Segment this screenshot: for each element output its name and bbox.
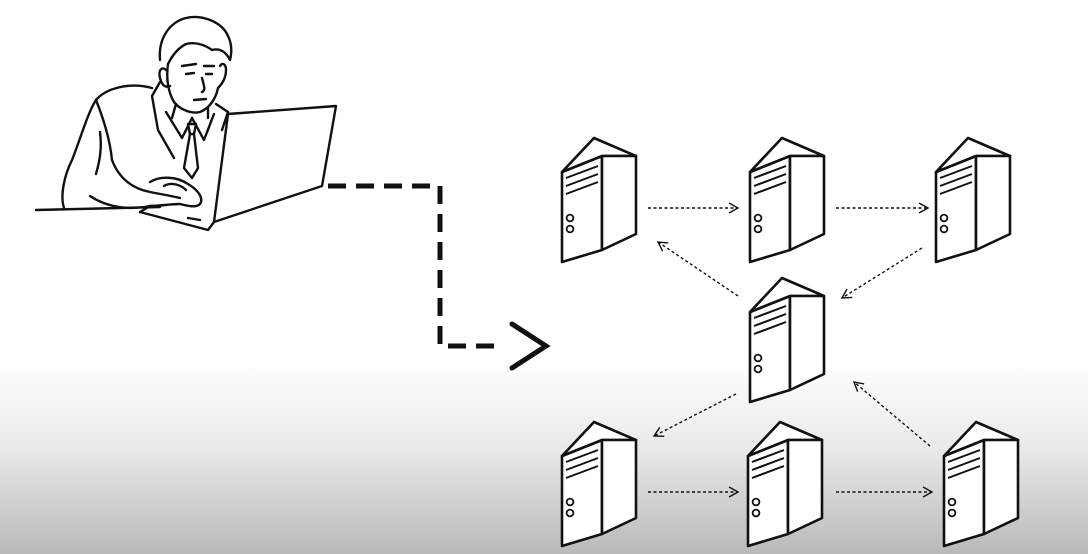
server-bottom-left-icon [560,420,638,548]
link-top-right-to-center [840,247,923,299]
server-top-right-icon [934,136,1012,264]
request-flow-arrow [328,183,551,371]
server-center-icon [748,276,826,404]
link-center-to-top-left [656,241,739,297]
server-top-left-icon [560,136,638,264]
server-bottom-middle-icon [746,420,824,548]
server-bottom-right-icon [942,420,1020,548]
link-bottom-right-to-center [852,381,931,447]
link-center-to-bottom-left [652,393,737,438]
person-at-laptop-illustration [34,15,338,232]
server-top-middle-icon [748,136,826,264]
